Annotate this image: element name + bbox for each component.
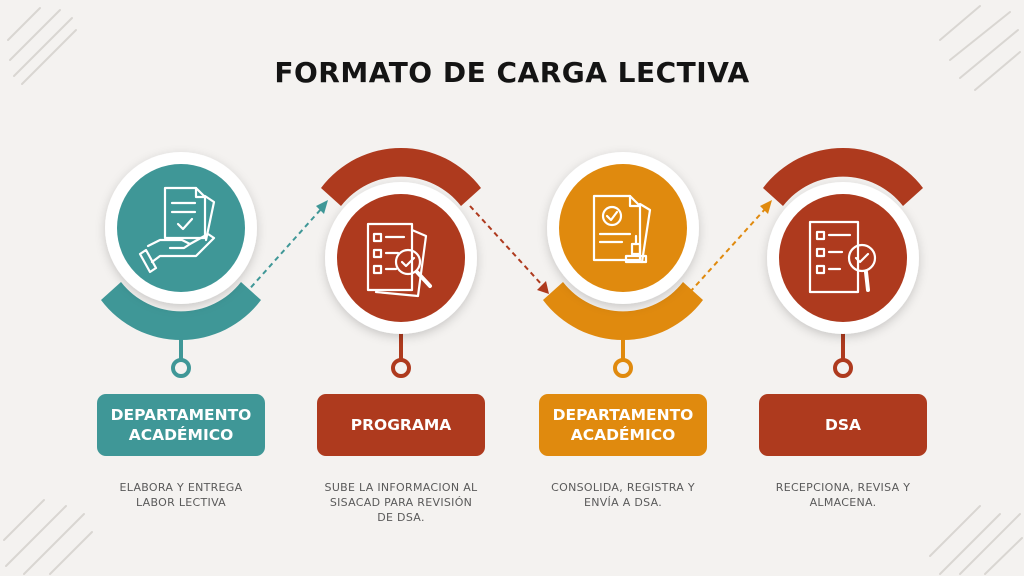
- step-3-description: CONSOLIDA, REGISTRA Y ENVÍA A DSA.: [551, 481, 695, 509]
- step-4-label: DSA: [759, 394, 927, 456]
- step-2-node: [321, 148, 481, 378]
- hand-document-check-icon: [138, 186, 216, 274]
- step-2-arc: [321, 148, 481, 206]
- step-1-description: ELABORA Y ENTREGA LABOR LECTIVA: [119, 481, 243, 509]
- checklist-magnifier-icon: [366, 222, 432, 298]
- decorative-scribble-bottom-left: [3, 499, 93, 575]
- step-2-label: PROGRAMA: [317, 394, 485, 456]
- decorative-scribble-top-left: [7, 7, 77, 85]
- step-1-arc: [101, 282, 261, 340]
- step-4-arc: [763, 148, 923, 206]
- connector-arrows: [244, 205, 767, 295]
- arrow-heads: [316, 200, 772, 294]
- step-4-node: [763, 148, 923, 378]
- step-1-label: DEPARTAMENTO ACADÉMICO: [97, 394, 265, 456]
- step-3-label: DEPARTAMENTO ACADÉMICO: [539, 394, 707, 456]
- decorative-scribble-top-right: [939, 5, 1021, 91]
- arrow-2-to-3: [469, 205, 544, 287]
- checklist-magnifier-icon: [808, 220, 877, 294]
- step-3-arc: [543, 282, 703, 340]
- step-3-node: [543, 152, 703, 378]
- page-title: FORMATO DE CARGA LECTIVA: [274, 56, 750, 89]
- certificate-stamp-icon: [592, 194, 652, 264]
- step-2-description: SUBE LA INFORMACION AL SISACAD PARA REVI…: [324, 481, 478, 524]
- decorative-scribble-bottom-right: [929, 505, 1023, 575]
- step-1-node: [101, 152, 261, 378]
- arrow-1-to-2: [244, 207, 323, 295]
- step-4-description: RECEPCIONA, REVISA Y ALMACENA.: [775, 481, 911, 509]
- arrow-3-to-4: [689, 207, 767, 293]
